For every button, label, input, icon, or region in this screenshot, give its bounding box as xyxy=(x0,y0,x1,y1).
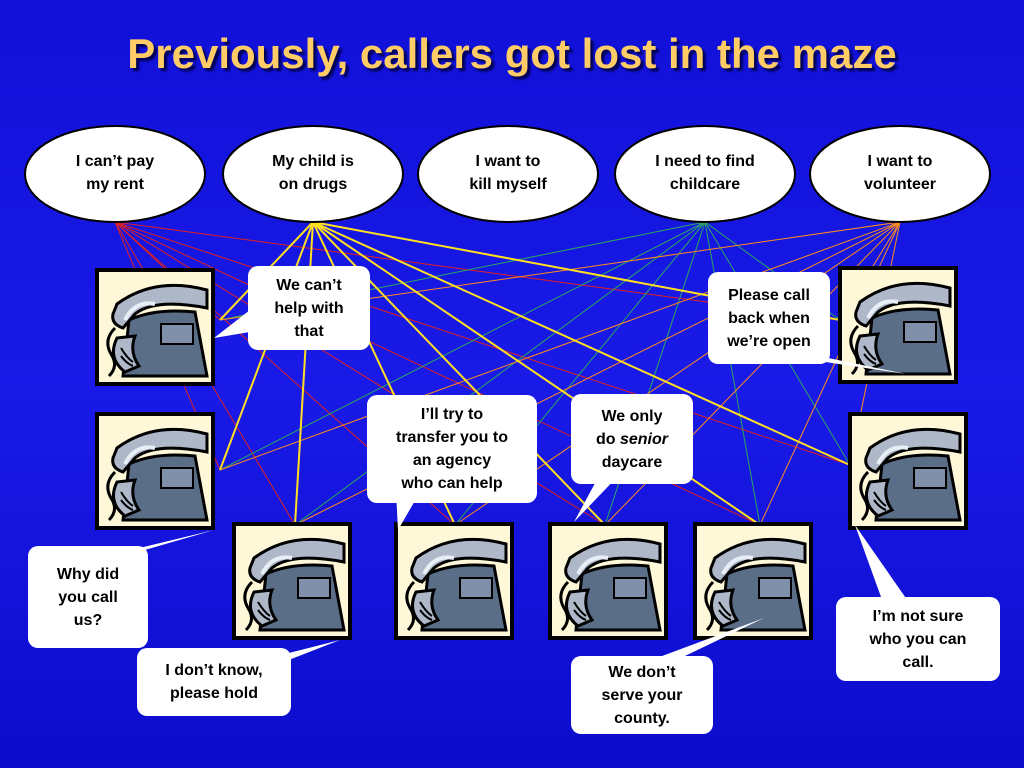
response-why-call-text: Why did you call us? xyxy=(56,565,120,629)
senior-emphasis: senior xyxy=(619,430,668,448)
telephone-icon xyxy=(848,412,968,530)
caller-oval-childcare xyxy=(614,125,796,223)
telephone-icon xyxy=(548,522,668,640)
response-call-back-text: Please call back when we’re open xyxy=(727,286,811,350)
response-not-sure: I’m not sure who you can call. xyxy=(836,597,1000,681)
response-transfer: I’ll try to transfer you to an agency wh… xyxy=(367,395,537,503)
caller-label-rent: I can’t pay my rent xyxy=(75,153,155,193)
response-senior-daycare-text: We only do senior daycare xyxy=(596,405,668,474)
response-county: We don’t serve your county. xyxy=(571,656,713,734)
caller-oval-rent xyxy=(24,125,206,223)
caller-label-drugs: My child is on drugs xyxy=(272,153,354,193)
telephone-icon xyxy=(232,522,352,640)
response-county-text: We don’t serve your county. xyxy=(601,663,683,727)
response-dont-know: I don’t know, please hold xyxy=(137,648,291,716)
response-transfer-text: I’ll try to transfer you to an agency wh… xyxy=(395,406,508,492)
response-senior-daycare: We only do senior daycare xyxy=(571,394,693,484)
caller-label-suicide: I want to kill myself xyxy=(469,153,547,193)
telephone-icon xyxy=(95,412,215,530)
telephone-icon xyxy=(95,268,215,386)
response-cant-help-text: We can’t help with that xyxy=(274,276,344,340)
response-why-call: Why did you call us? xyxy=(28,546,148,648)
response-not-sure-text: I’m not sure who you can call. xyxy=(869,607,967,671)
senior-post: daycare xyxy=(601,453,663,471)
page-title: Previously, callers got lost in the maze xyxy=(127,30,897,77)
caller-ovals xyxy=(24,125,991,223)
response-cant-help: We can’t help with that xyxy=(248,266,370,350)
response-dont-know-text: I don’t know, please hold xyxy=(165,662,263,702)
caller-oval-drugs xyxy=(222,125,404,223)
caller-oval-suicide xyxy=(417,125,599,223)
caller-label-childcare: I need to find childcare xyxy=(655,153,755,193)
response-call-back: Please call back when we’re open xyxy=(708,272,830,364)
senior-pre: We only do xyxy=(595,407,663,448)
telephone-icon xyxy=(693,522,813,640)
caller-oval-volunteer xyxy=(809,125,991,223)
caller-label-volunteer: I want to volunteer xyxy=(863,153,936,193)
telephone-icon xyxy=(394,522,514,640)
